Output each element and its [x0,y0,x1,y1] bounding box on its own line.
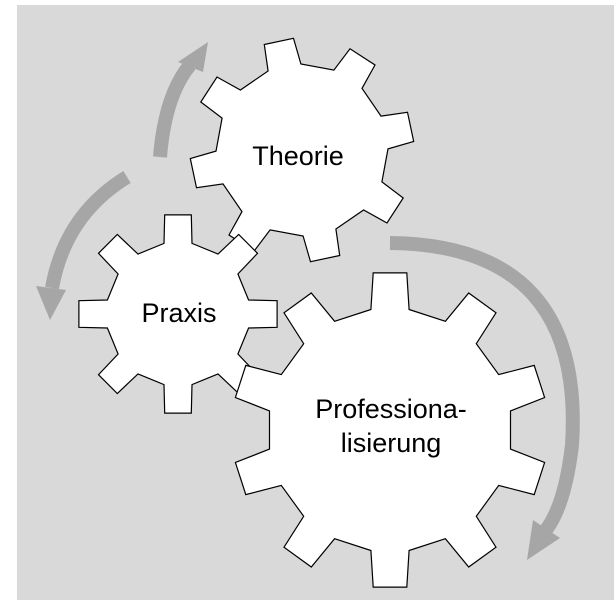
arrowhead-curve-icon [527,520,560,560]
gear-professionalisierung-body [234,272,546,588]
cycle-arrows [36,42,580,560]
diagram-panel: Theorie Praxis Professiona- lisierung [17,5,614,600]
gear-professionalisierung-label-line-1: Professiona- [315,394,467,424]
arrowhead-up-icon [178,42,208,72]
gear-praxis-body [78,214,278,414]
arrow-theorie-to-praxis [45,171,131,290]
gear-praxis-label: Praxis [141,298,216,328]
gear-theorie-label: Theorie [252,141,344,171]
gear-praxis: Praxis [78,214,278,414]
gear-professionalisierung: Professiona- lisierung [234,272,546,588]
arrow-praxis-to-theorie [153,60,196,158]
gear-professionalisierung-label-line-2: lisierung [341,428,442,458]
gear-theorie-body [189,37,415,263]
arrowhead-down-icon [36,286,66,320]
arrow-around-professionalisierung [389,236,580,535]
gear-theorie: Theorie [189,37,415,263]
